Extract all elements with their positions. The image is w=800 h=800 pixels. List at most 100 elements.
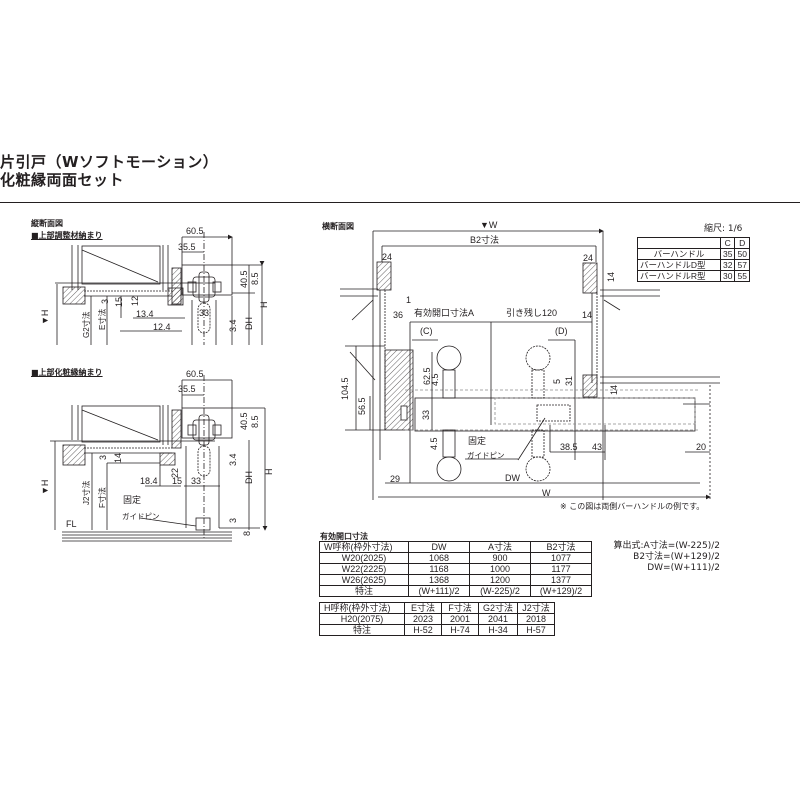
svg-text:14: 14 [113,453,123,463]
opening-dimension-table: W呼称(枠外寸法) DW A寸法 B2寸法 W20(2025) 1068 900… [319,541,592,597]
scale-label: 縮尺: 1/6 [704,224,743,234]
svg-text:ガイドピン: ガイドピン [467,450,505,460]
svg-text:4.5: 4.5 [430,373,440,386]
svg-text:▼H: ▼H [40,480,50,495]
table-row: W22(2225) 1168 1000 1177 [319,563,592,575]
table-row: バーハンドルR型 30 55 [637,270,750,282]
svg-text:60.5: 60.5 [186,369,204,379]
formula-a: 算出式:A寸法=(W-225)/2 [613,541,720,551]
svg-text:40.5: 40.5 [239,270,249,288]
svg-text:24: 24 [583,253,593,263]
svg-text:3: 3 [98,455,108,460]
svg-text:引き残し120: 引き残し120 [506,307,557,318]
svg-text:24: 24 [382,252,392,262]
svg-text:14: 14 [606,272,616,282]
svg-text:38.5: 38.5 [560,442,578,452]
svg-text:60.5: 60.5 [186,226,204,236]
svg-text:12.4: 12.4 [153,322,171,332]
svg-text:FL: FL [66,519,77,529]
svg-text:DH: DH [244,317,254,330]
svg-text:22: 22 [170,468,180,478]
table-row: W呼称(枠外寸法) DW A寸法 B2寸法 [319,541,592,553]
svg-text:14: 14 [582,310,592,320]
svg-text:G2寸法: G2寸法 [81,311,91,338]
table-row: C D [637,237,750,249]
top-trim-detail-drawing [50,375,268,542]
svg-text:ガイドピン: ガイドピン [122,511,160,521]
top-trim-dimension-labels: 60.5 35.5 40.5 8.5 H ▼H 3 14 22 18.4 15 … [40,369,274,536]
svg-text:H: H [259,302,269,309]
svg-text:33: 33 [421,410,431,420]
svg-text:31: 31 [564,376,574,386]
svg-text:3.4: 3.4 [228,453,238,466]
svg-text:35.5: 35.5 [178,242,196,252]
svg-text:E寸法: E寸法 [97,309,107,330]
svg-text:1: 1 [406,295,411,305]
svg-text:33: 33 [191,476,201,486]
title-line-2: 化粧縁両面セット [0,171,125,189]
svg-text:15: 15 [114,297,124,307]
svg-text:横断面図: 横断面図 [322,221,354,231]
svg-text:13.4: 13.4 [136,309,154,319]
svg-text:DH: DH [244,471,254,484]
svg-text:20: 20 [696,442,706,452]
formula-block: 算出式:A寸法=(W-225)/2 B2寸法=(W+129)/2 DW=(W+1… [596,541,720,574]
svg-text:18.4: 18.4 [140,476,158,486]
top-adjuster-dimension-labels: 60.5 35.5 40.5 8.5 H 13.4 12.4 33 3.4 DH… [40,226,269,338]
top-adjuster-detail-label: ■上部調整材納まり [31,231,103,240]
table-row: 特注 H-52 H-74 H-34 H-57 [319,624,556,636]
height-dimension-table: H呼称(枠外寸法) E寸法 F寸法 G2寸法 J2寸法 H20(2075) 20… [319,602,556,636]
svg-text:4.5: 4.5 [429,437,439,450]
svg-text:33: 33 [199,308,209,318]
horizontal-section-dimension-labels: 横断面図 ▼W B2寸法 24 24 14 14 1 36 有効開口寸法A 引き… [322,220,706,498]
table-row: H呼称(枠外寸法) E寸法 F寸法 G2寸法 J2寸法 [319,602,556,614]
svg-text:▼H: ▼H [40,310,50,325]
svg-text:J2寸法: J2寸法 [81,481,91,505]
opening-table-caption: 有効開口寸法 [320,532,368,541]
table-row: バーハンドル 35 50 [637,248,750,260]
table-row: 特注 (W+111)/2 (W-225)/2 (W+129)/2 [319,585,592,597]
svg-text:H: H [264,469,274,476]
svg-text:35.5: 35.5 [178,384,196,394]
svg-text:3: 3 [100,299,110,304]
table-row: バーハンドルD型 32 57 [637,259,750,271]
svg-text:3.4: 3.4 [228,319,238,332]
table-row: W26(2625) 1368 1200 1377 [319,574,592,586]
svg-text:W: W [542,488,551,498]
svg-text:固定: 固定 [123,494,141,505]
title-divider [0,202,800,203]
svg-text:▼W: ▼W [480,220,498,230]
top-trim-detail-label: ■上部化粧縁納まり [31,368,103,377]
formula-dw: DW=(W+111)/2 [647,563,720,573]
svg-text:(D): (D) [555,326,568,336]
title-line-1: 片引戸（Wソフトモーション） [0,153,219,171]
svg-text:有効開口寸法A: 有効開口寸法A [414,307,474,318]
svg-text:8: 8 [242,531,252,536]
svg-text:固定: 固定 [468,435,486,446]
svg-text:43: 43 [592,442,602,452]
svg-text:8.5: 8.5 [250,272,260,285]
table-row: H20(2075) 2023 2001 2041 2018 [319,613,556,625]
formula-b2: B2寸法=(W+129)/2 [633,552,720,562]
svg-text:8.5: 8.5 [250,415,260,428]
vertical-section-heading: 縦断面図 [31,219,63,228]
svg-text:5: 5 [552,379,562,384]
page-title: 片引戸（Wソフトモーション） 化粧縁両面セット [0,153,218,189]
svg-text:F寸法: F寸法 [97,487,107,508]
svg-text:DW: DW [505,473,520,483]
svg-text:29: 29 [390,474,400,484]
svg-text:56.5: 56.5 [357,397,367,415]
horizontal-section-drawing [340,228,720,500]
drawing-note: ※ この図は両側バーハンドルの例です。 [560,502,705,511]
svg-text:B2寸法: B2寸法 [470,234,499,245]
svg-text:(C): (C) [420,326,433,336]
svg-text:3: 3 [228,518,238,523]
svg-text:14: 14 [609,385,619,395]
svg-text:104.5: 104.5 [340,377,350,400]
top-adjuster-detail-drawing [55,232,265,345]
svg-text:36: 36 [393,310,403,320]
svg-text:62.5: 62.5 [422,367,432,385]
handle-dimension-table: C D バーハンドル 35 50 バーハンドルD型 32 57 バーハンドルR型… [637,237,750,282]
svg-text:15: 15 [172,476,182,486]
